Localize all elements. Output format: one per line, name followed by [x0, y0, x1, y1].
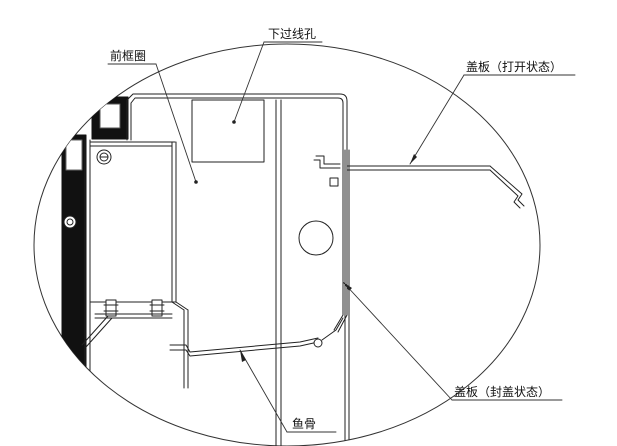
screw-side [63, 215, 77, 229]
leader-lines [107, 41, 576, 433]
diagonal-brace [81, 315, 113, 348]
leader-lower-wire-hole [233, 41, 265, 123]
left-bracket [89, 141, 177, 303]
label-lower-wire-hole: 下过线孔 [268, 27, 317, 41]
lower-wire-hole [191, 99, 265, 163]
top-left-block-slot [99, 103, 121, 129]
cover-plate-closed [333, 163, 348, 333]
front-frame-profile-inner [130, 97, 344, 165]
fish-bone-support [169, 301, 344, 389]
screw-bottom-left [103, 299, 119, 317]
leader-front-frame [155, 63, 197, 183]
front-frame-profile [126, 93, 348, 165]
screw-bottom-right [149, 299, 165, 317]
detail-boundary-ellipse [33, 43, 541, 446]
leader-arrows [194, 120, 417, 362]
vertical-post [84, 99, 350, 446]
left-frame-inner [65, 139, 83, 171]
leader-cover-closed [342, 281, 453, 401]
label-fish-bone: 鱼骨 [292, 417, 317, 431]
label-front-frame: 前框圈 [110, 49, 147, 63]
round-hole [298, 220, 334, 256]
label-cover-open: 盖板（打开状态） [466, 60, 563, 74]
leader-cover-open [409, 74, 465, 165]
screw-top [96, 149, 112, 165]
cover-plate-open [313, 155, 525, 209]
label-cover-closed: 盖板（封盖状态） [454, 385, 551, 399]
leader-fish-bone [239, 349, 288, 433]
left-frame-rail [61, 134, 87, 446]
